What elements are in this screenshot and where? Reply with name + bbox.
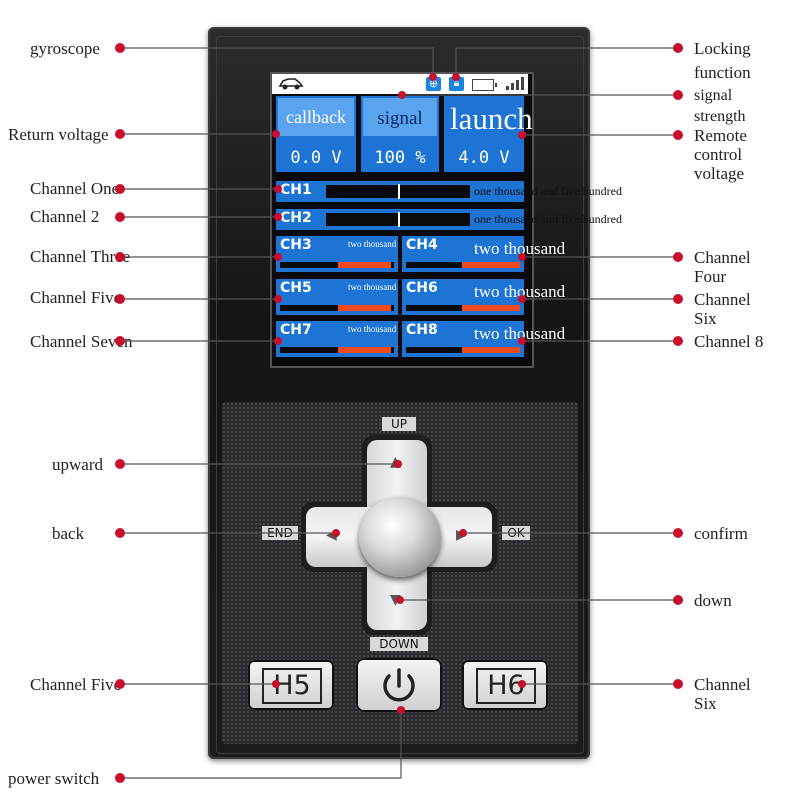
label-signal-strength: signal strength — [694, 86, 746, 126]
label-power-switch: power switch — [8, 769, 100, 788]
label-back: back — [52, 524, 85, 543]
channel-row-ch1: CH1 one thousand and five hundred — [276, 181, 622, 202]
channel-row-ch2: CH2 one thousand and five hundred — [276, 209, 622, 230]
label-channel-8: Channel 8 — [694, 332, 764, 351]
label-channel-six: Channel Six — [694, 290, 751, 328]
channel-bar-fill — [338, 347, 392, 353]
channel-row-ch5: CH5 two thousand — [276, 279, 398, 315]
tile-title: launch — [450, 101, 533, 136]
label-line: Six — [694, 309, 717, 328]
label-channel-five-button: Channel Five — [30, 675, 122, 694]
power-icon — [383, 668, 415, 702]
battery-icon — [472, 79, 497, 91]
label-locking-function: Locking function — [694, 39, 751, 82]
channel-name: CH8 — [406, 322, 438, 338]
channel-bar-fill — [462, 305, 520, 311]
down-arrow-icon[interactable]: ▼ — [390, 592, 401, 608]
label-channel-four: Channel Four — [694, 248, 751, 286]
channel-value: one thousand and five hundred — [474, 212, 622, 226]
tile-value: 100 % — [374, 148, 426, 168]
tile-value: 0.0 V — [290, 148, 342, 168]
channel-name: CH3 — [280, 237, 312, 253]
channel-value: two thousand — [474, 324, 566, 343]
label-channel-three: Channel Three — [30, 247, 131, 266]
label-line: Remote — [694, 126, 747, 145]
channel-row-ch3: CH3 two thousand — [276, 236, 398, 272]
label-channel-seven: Channel Seven — [30, 332, 133, 351]
channel-row-ch8: CH8 two thousand — [402, 321, 565, 357]
label-line: Channel — [694, 675, 751, 694]
label-channel-five: Channel Five — [30, 288, 122, 307]
label-confirm: confirm — [694, 524, 748, 543]
label-channel-one: Channel One — [30, 179, 120, 198]
channel-row-ch7: CH7 two thousand — [276, 321, 398, 357]
leader-locking — [455, 47, 678, 77]
label-line: control — [694, 145, 743, 164]
tile-value: 4.0 V — [458, 148, 510, 168]
car-icon — [278, 78, 304, 90]
signal-strength-icon — [506, 77, 524, 90]
channel-value: two thousand — [348, 282, 397, 292]
channel-name: CH5 — [280, 280, 312, 296]
channel-value: two thousand — [474, 239, 566, 258]
label-line: Channel — [694, 290, 751, 309]
label-gyroscope: gyroscope — [30, 39, 100, 58]
channel-value: two thousand — [348, 239, 397, 249]
label-upward: upward — [52, 455, 103, 474]
channel-center-mark — [398, 184, 400, 199]
channel-bar-fill — [338, 305, 392, 311]
label-line: Six — [694, 694, 717, 713]
label-remote-control-voltage: Remote control voltage — [694, 126, 747, 183]
channel-name: CH4 — [406, 237, 438, 253]
channel-center-mark — [398, 212, 400, 227]
gyroscope-icon: ⊕ — [426, 77, 441, 91]
channel-name: CH6 — [406, 280, 438, 296]
remote-voltage-tile: launch 4.0 V — [444, 96, 533, 172]
label-line: signal — [694, 87, 733, 104]
channel-row-ch6: CH6 two thousand — [402, 279, 565, 315]
signal-strength-tile: signal 100 % — [361, 96, 439, 172]
label-line: Four — [694, 267, 727, 286]
label-down: down — [694, 591, 732, 610]
leader-gyroscope — [120, 47, 434, 77]
tile-title: callback — [278, 98, 354, 136]
label-line: strength — [694, 108, 746, 125]
channel-value: two thousand — [474, 282, 566, 301]
label-channel-2: Channel 2 — [30, 207, 100, 226]
channel-bar-fill — [462, 262, 520, 268]
label-line: Locking — [694, 39, 751, 58]
down-key-label: DOWN — [370, 637, 428, 651]
channel-value: one thousand and five hundred — [474, 184, 622, 198]
channel-bar — [280, 262, 394, 268]
label-return-voltage: Return voltage — [8, 125, 109, 144]
return-voltage-tile: callback 0.0 V — [276, 96, 356, 172]
channel-bar — [280, 347, 394, 353]
label-line: Channel — [694, 248, 751, 267]
channel-value: two thousand — [348, 324, 397, 334]
tile-title: signal — [363, 98, 437, 136]
channel-name: CH1 — [280, 182, 312, 198]
channel-bar — [280, 305, 394, 311]
channel-row-ch4: CH4 two thousand — [402, 236, 565, 272]
channel-bar-fill — [338, 262, 392, 268]
label-line: function — [694, 63, 751, 82]
joystick-ok-button[interactable] — [359, 497, 441, 577]
left-arrow-icon[interactable]: ◀ — [326, 527, 337, 543]
channel-name: CH7 — [280, 322, 312, 338]
lock-icon: 🔒︎ — [449, 77, 464, 91]
power-button[interactable] — [356, 658, 442, 712]
channel-name: CH2 — [280, 210, 312, 226]
label-channel-six-button: Channel Six — [694, 675, 751, 713]
h6-button[interactable]: H6 — [462, 660, 548, 710]
label-line: voltage — [694, 164, 745, 183]
up-key-label: UP — [382, 417, 416, 431]
leader-power — [120, 710, 402, 779]
h6-button-label: H6 — [476, 668, 536, 704]
transmitter-rim — [216, 36, 584, 754]
channel-bar-fill — [462, 347, 520, 353]
status-bar — [272, 74, 528, 94]
